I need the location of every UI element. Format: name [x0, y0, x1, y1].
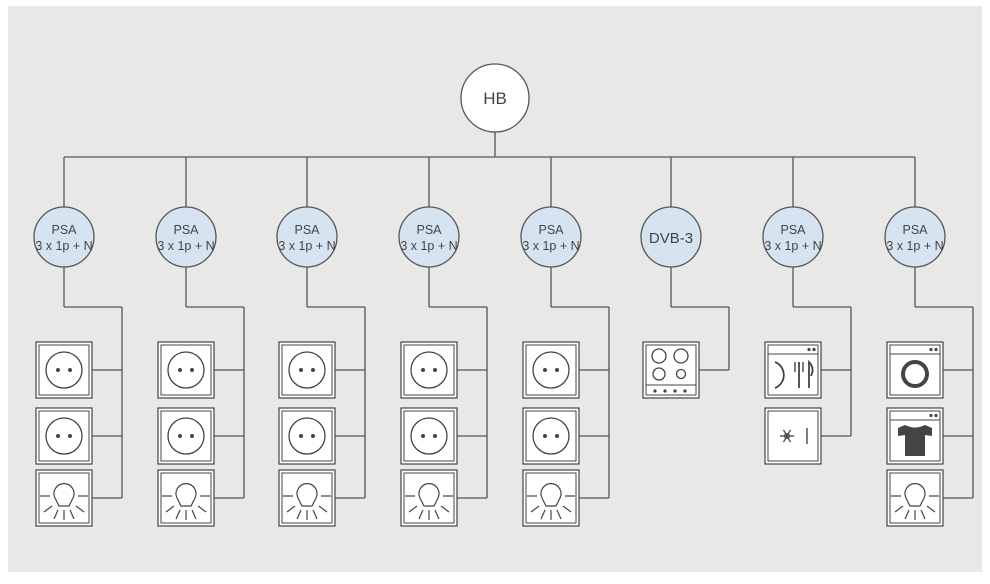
- distribution-node: PSA 3 x 1p + N: [33, 206, 95, 268]
- main-board-circle: [460, 63, 530, 133]
- socket-icon: [157, 407, 215, 465]
- dishwasher-icon: [764, 341, 822, 399]
- distribution-node: PSA 3 x 1p + N: [276, 206, 338, 268]
- distribution-node: PSA 3 x 1p + N: [155, 206, 217, 268]
- cooktop-icon: [642, 341, 700, 399]
- distribution-node: DVB-3: [640, 206, 702, 268]
- lamp-icon: [522, 469, 580, 527]
- node-label-type: PSA: [416, 223, 442, 237]
- dryer-icon: [886, 407, 944, 465]
- lamp-icon: [157, 469, 215, 527]
- distribution-node-circle: [520, 206, 582, 268]
- socket-icon: [522, 341, 580, 399]
- distribution-node: PSA 3 x 1p + N: [398, 206, 460, 268]
- node-label-config: 3 x 1p + N: [35, 239, 92, 253]
- distribution-node-circle: [276, 206, 338, 268]
- socket-icon: [522, 407, 580, 465]
- node-label-config: 3 x 1p + N: [522, 239, 579, 253]
- distribution-node: PSA 3 x 1p + N: [762, 206, 824, 268]
- socket-icon: [278, 407, 336, 465]
- distribution-node-circle: [33, 206, 95, 268]
- socket-icon: [400, 407, 458, 465]
- socket-icon: [35, 341, 93, 399]
- node-label-config: 3 x 1p + N: [886, 239, 943, 253]
- socket-icon: [35, 407, 93, 465]
- distribution-node-circle: [640, 206, 702, 268]
- lamp-icon: [278, 469, 336, 527]
- main-board-node: HB: [460, 63, 530, 133]
- branch-1: PSA 3 x 1p + N: [33, 206, 95, 527]
- lamp-icon: [400, 469, 458, 527]
- node-label-type: PSA: [902, 223, 928, 237]
- branch-5: PSA 3 x 1p + N: [520, 206, 582, 527]
- distribution-node-circle: [884, 206, 946, 268]
- node-label-type: PSA: [294, 223, 320, 237]
- distribution-node: PSA 3 x 1p + N: [520, 206, 582, 268]
- washing-machine-icon: [886, 341, 944, 399]
- wiring-lines: [63, 132, 974, 499]
- node-label-config: 3 x 1p + N: [278, 239, 335, 253]
- branch-6: DVB-3: [640, 206, 702, 399]
- node-label-type: PSA: [780, 223, 806, 237]
- branch-4: PSA 3 x 1p + N: [398, 206, 460, 527]
- branch-8: PSA 3 x 1p + N: [884, 206, 946, 527]
- lamp-icon: [886, 469, 944, 527]
- freezer-icon: [764, 407, 822, 465]
- distribution-node-circle: [762, 206, 824, 268]
- node-label-type: PSA: [51, 223, 77, 237]
- branch-3: PSA 3 x 1p + N: [276, 206, 338, 527]
- distribution-node-circle: [155, 206, 217, 268]
- socket-icon: [157, 341, 215, 399]
- main-board-label: HB: [483, 89, 507, 108]
- branch-7: PSA 3 x 1p + N: [762, 206, 824, 465]
- node-label-config: 3 x 1p + N: [400, 239, 457, 253]
- node-label-type: PSA: [173, 223, 199, 237]
- node-label-config: 3 x 1p + N: [157, 239, 214, 253]
- lamp-icon: [35, 469, 93, 527]
- socket-icon: [400, 341, 458, 399]
- distribution-node: PSA 3 x 1p + N: [884, 206, 946, 268]
- distribution-node-circle: [398, 206, 460, 268]
- socket-icon: [278, 341, 336, 399]
- node-label-type: DVB-3: [649, 230, 693, 247]
- branch-2: PSA 3 x 1p + N: [155, 206, 217, 527]
- node-label-config: 3 x 1p + N: [764, 239, 821, 253]
- node-label-type: PSA: [538, 223, 564, 237]
